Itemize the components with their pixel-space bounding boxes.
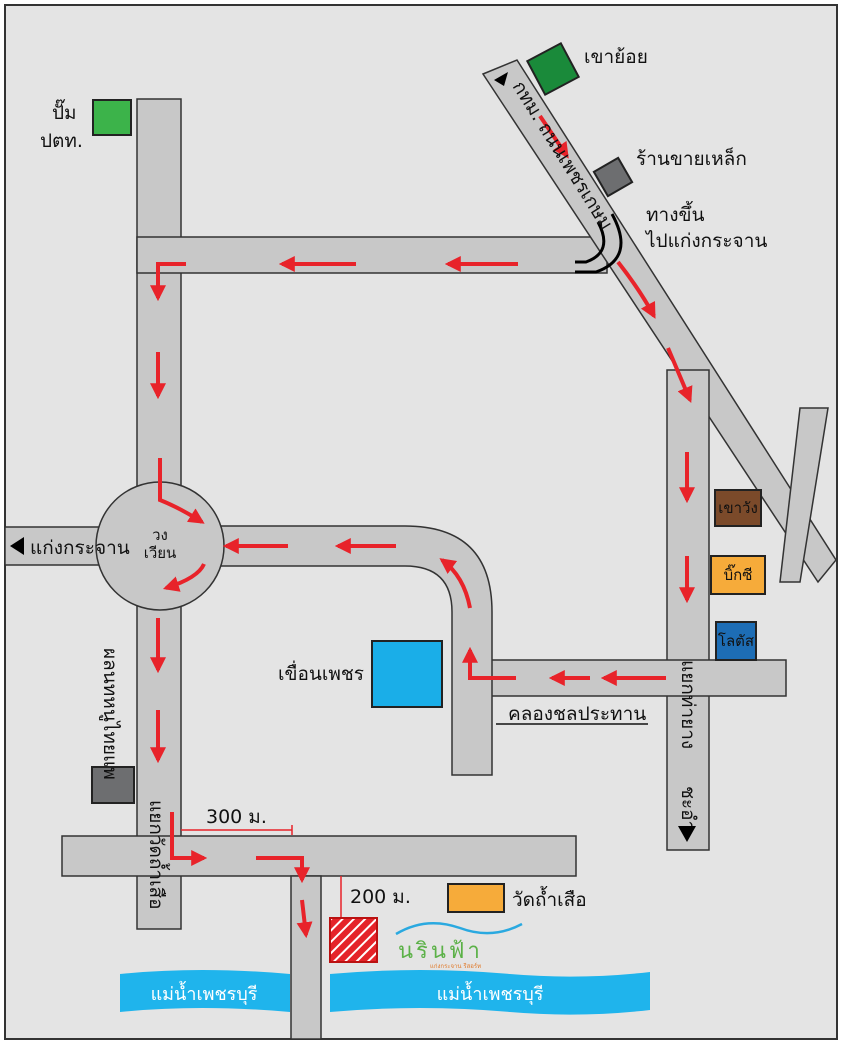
route-arrow (616, 260, 656, 319)
direction-arrow-west (10, 537, 24, 555)
lotus-label: โลตัส (718, 632, 754, 650)
road-tha-yang-vertical (666, 369, 710, 851)
roundabout-label-1: วง (152, 526, 168, 544)
road-bottom-vertical (290, 875, 322, 1040)
logo-name: นรินฟ้า (398, 939, 483, 964)
turn-marker-curve (575, 213, 623, 274)
logo-wave-icon (395, 922, 523, 936)
roundabout-label-2: เวียน (144, 544, 177, 562)
dam-marker (371, 640, 443, 708)
route-arrow (538, 114, 569, 159)
road-label-cha-am: ชะอำ (677, 786, 699, 831)
route-arrow (150, 262, 186, 302)
road-side-diagonal (779, 407, 829, 583)
route-arrow (462, 646, 516, 680)
route-arrow (170, 812, 208, 866)
road-bottom-horizontal (61, 835, 577, 877)
route-arrow (666, 347, 693, 403)
turn-marker-curve (575, 221, 606, 264)
big-c-label: บิ๊กซี (724, 564, 753, 584)
gas-station-label-2: ปตท. (40, 130, 83, 152)
route-arrows (150, 114, 695, 939)
road-curve-to-roundabout (219, 525, 493, 776)
dam-label: เขื่อนเพชร (278, 660, 364, 685)
hospital-label: ผลนทหนูไทยแพ (99, 648, 121, 780)
river-label-right: แม่น้ำเพชรบุรี (437, 981, 544, 1005)
khao-wang-marker (714, 489, 762, 527)
road-label-canal: คลองชลประทาน (508, 703, 646, 725)
big-c-marker (710, 555, 766, 595)
road-label-kaeng-krachan-west: แก่งกระจาน (30, 537, 130, 559)
route-arrow (439, 558, 472, 609)
road-top-horizontal (136, 236, 608, 274)
road-label-tha-yang: แยกท่ายาง (677, 660, 699, 749)
direction-arrow-north (494, 72, 508, 86)
river-left (120, 970, 290, 1012)
khao-yoi-label: เขาย้อย (584, 46, 648, 68)
route-arrow (158, 458, 205, 524)
route-arrow (296, 899, 313, 939)
distance-label-300: 300 ม. (206, 806, 267, 828)
hospital-marker (91, 766, 135, 804)
kaeng-krachan-up-label-2: ไปแก่งกระจาน (644, 230, 767, 252)
resort-logo: นรินฟ้า แก่งกระจาน รีสอร์ท (395, 922, 523, 970)
river-right (330, 970, 650, 1015)
wat-tham-suea-label: วัดถ้ำเสือ (512, 886, 587, 911)
gas-station-label-1: ปั๊ม (52, 99, 77, 124)
khao-wang-label: เขาวัง (718, 499, 758, 517)
river-label-left: แม่น้ำเพชรบุรี (151, 981, 258, 1005)
direction-arrow-south (678, 826, 696, 842)
kaeng-krachan-up-label-1: ทางขึ้น (646, 201, 704, 226)
destination-marker (329, 917, 378, 963)
route-arrow (162, 563, 206, 592)
hardware-store-marker (592, 156, 634, 198)
gas-station-marker (92, 99, 132, 136)
khao-yoi-marker (525, 41, 581, 97)
wat-tham-suea-marker (447, 883, 505, 913)
logo-tagline: แก่งกระจาน รีสอร์ท (430, 962, 481, 970)
lotus-marker (715, 621, 757, 661)
distance-label-200: 200 ม. (350, 886, 411, 908)
road-label-wat-tham-suea-junction: แยกวัดถ้ำเสือ (145, 800, 170, 910)
route-arrow (256, 856, 310, 884)
hardware-store-label: ร้านขายเหล็ก (636, 146, 747, 170)
